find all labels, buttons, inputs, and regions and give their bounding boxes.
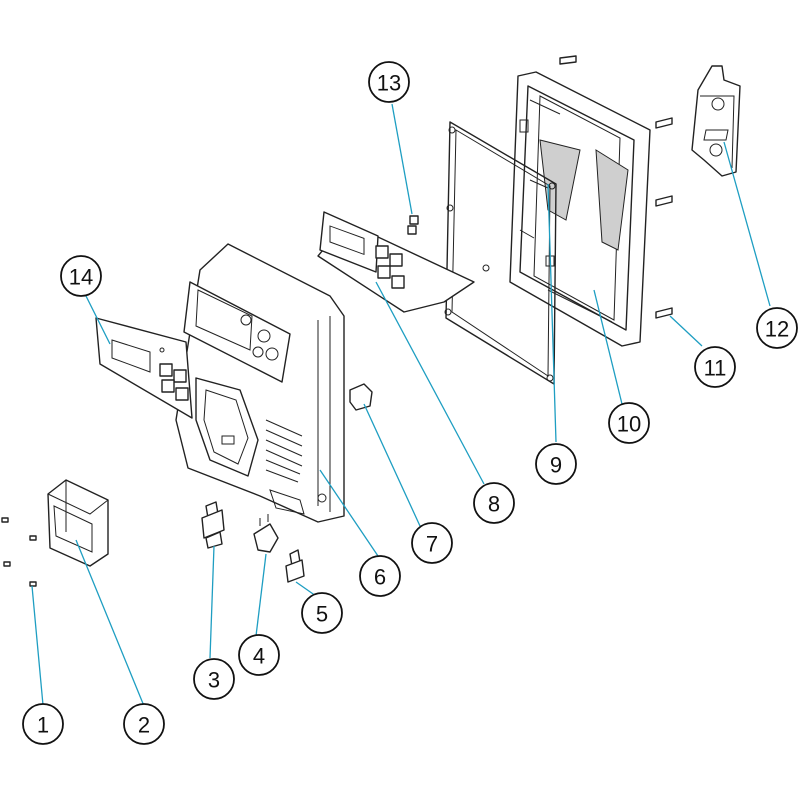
callout-13: 13 (368, 61, 410, 103)
callout-2: 2 (123, 703, 165, 745)
callout-12: 12 (756, 307, 798, 349)
callout-7: 7 (411, 522, 453, 564)
callout-14: 14 (60, 255, 102, 297)
leader-4 (255, 553, 267, 637)
leader-1 (31, 585, 44, 706)
callout-1: 1 (22, 703, 64, 745)
callout-label-13: 13 (377, 71, 401, 96)
part-2-front-cover (47, 479, 109, 567)
callout-4: 4 (238, 634, 280, 676)
part-6-main-housing (175, 243, 345, 523)
callout-label-6: 6 (374, 565, 386, 590)
callout-8: 8 (473, 482, 515, 524)
callout-label-1: 1 (37, 713, 49, 738)
callout-label-3: 3 (208, 668, 220, 693)
part-10-rear-frame (509, 71, 651, 347)
callout-11: 11 (694, 346, 736, 388)
callout-label-4: 4 (253, 644, 265, 669)
callout-label-9: 9 (550, 453, 562, 478)
part-4-connector (253, 514, 279, 553)
part-13-screw (409, 215, 419, 225)
callout-label-10: 10 (617, 412, 641, 437)
callout-label-7: 7 (426, 532, 438, 557)
leader-11 (669, 315, 703, 347)
leader-5 (295, 581, 317, 597)
leader-13 (391, 103, 413, 215)
part-5-fitting (285, 549, 305, 583)
leader-2 (75, 539, 145, 707)
part-1-screws (1, 517, 37, 587)
callout-label-8: 8 (488, 492, 500, 517)
leader-7 (363, 403, 421, 527)
callout-9: 9 (535, 443, 577, 485)
part-14-front-label (95, 317, 193, 419)
leader-10 (593, 289, 623, 405)
callout-label-5: 5 (316, 602, 328, 627)
leader-12 (723, 141, 771, 307)
part-11-screws (559, 55, 673, 319)
leader-lines (31, 103, 771, 707)
leader-9 (547, 183, 557, 443)
callout-5: 5 (301, 592, 343, 634)
callout-label-12: 12 (765, 317, 789, 342)
leader-3 (209, 545, 215, 659)
callout-6: 6 (359, 555, 401, 597)
part-3-cable-gland (201, 501, 225, 549)
callout-label-14: 14 (69, 265, 93, 290)
leader-14 (85, 295, 111, 345)
part-12-wall-bracket (691, 65, 741, 177)
leader-8 (375, 281, 485, 485)
callout-10: 10 (608, 402, 650, 444)
part-8-circuit-board (317, 211, 490, 313)
callout-3: 3 (193, 658, 235, 700)
callout-label-11: 11 (704, 356, 727, 381)
part-7-spacer-block (349, 383, 373, 411)
leader-6 (319, 469, 379, 557)
callout-label-2: 2 (138, 713, 150, 738)
